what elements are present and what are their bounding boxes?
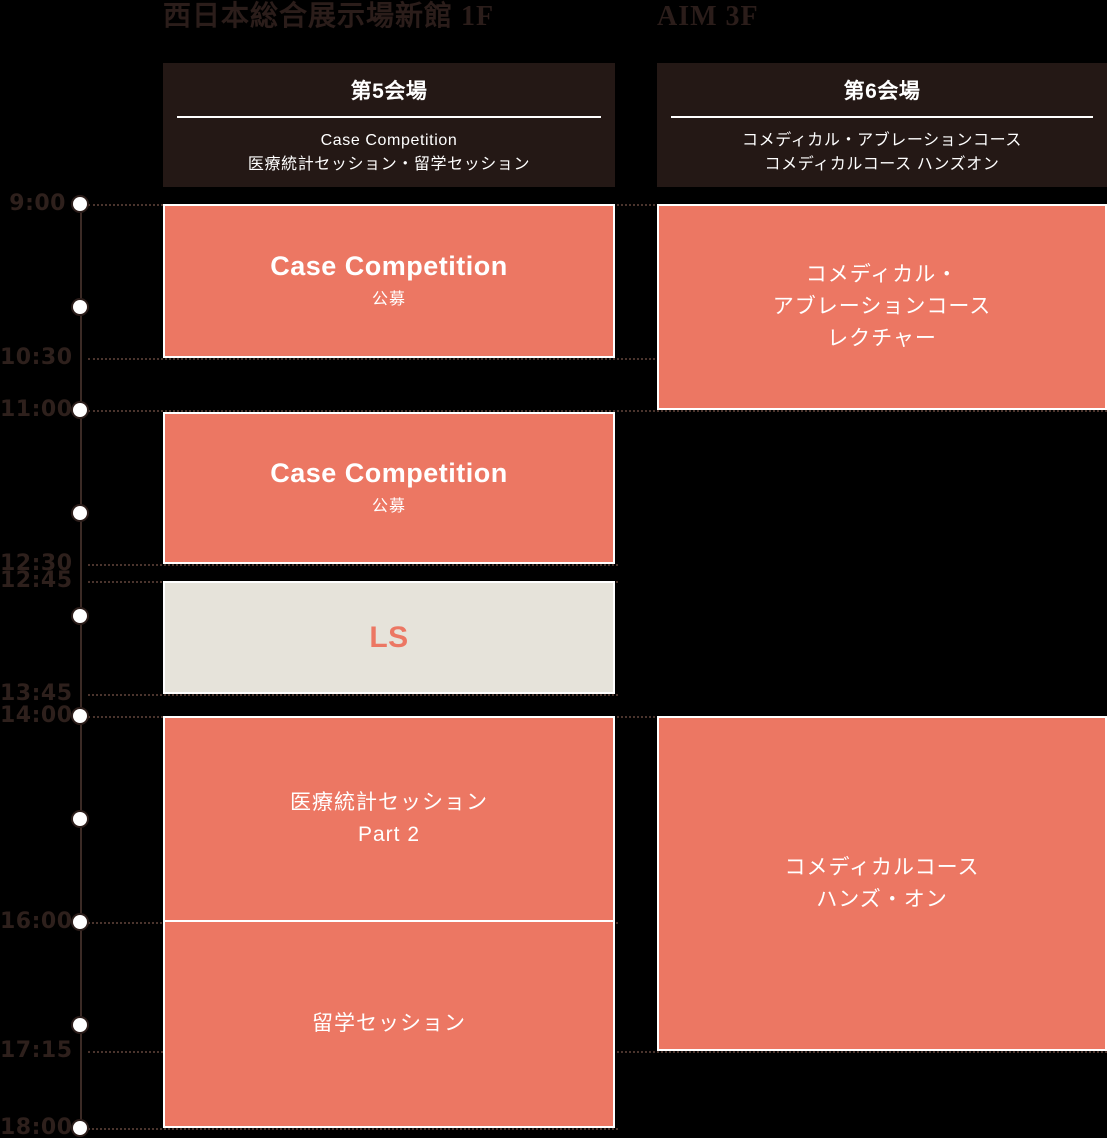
session-title: Case Competition	[270, 458, 508, 488]
tick-dot-1500	[73, 812, 87, 826]
tick-dot-1400	[73, 709, 87, 723]
hall-name-5: 第5会場	[350, 79, 428, 103]
guide-1345	[88, 694, 618, 696]
session-block-case-competition-1[interactable]: Case Competition 公募	[163, 204, 615, 358]
hall-name-6: 第6会場	[843, 79, 921, 103]
hall-subtitle-5: Case Competition 医療統計セッション・留学セッション	[163, 118, 615, 187]
venue-label-2: AIM 3F	[657, 1, 759, 32]
session-title-line1: コメディカルコース	[784, 855, 980, 879]
time-label-0900: 9:00	[9, 191, 66, 216]
tick-dot-1600	[73, 915, 87, 929]
session-title-line1: 留学セッション	[312, 1012, 466, 1035]
session-title-line3: レクチャー	[827, 327, 937, 350]
time-label-1715: 17:15	[0, 1038, 73, 1063]
time-label-1100: 11:00	[0, 397, 73, 422]
time-label-1245: 12:45	[0, 568, 73, 593]
time-label-1345: 13:45	[0, 681, 73, 706]
header-divider	[177, 116, 601, 118]
tick-dot-1800	[73, 1121, 87, 1135]
time-label-1400: 14:00	[0, 703, 73, 728]
session-divider	[165, 920, 613, 922]
session-title-line2: ハンズ・オン	[816, 887, 948, 911]
venue-label-1: 西日本総合展示場新館 1F	[163, 1, 495, 32]
header-divider	[671, 116, 1093, 118]
time-label-1030: 10:30	[0, 345, 73, 370]
tick-dot-1300	[73, 609, 87, 623]
session-block-medical-statistics[interactable]: 医療統計セッション Part 2	[163, 716, 615, 922]
column-header-hall5: 第5会場 Case Competition 医療統計セッション・留学セッション	[163, 63, 615, 187]
guide-1230	[88, 564, 618, 566]
session-title: Case Competition	[270, 251, 508, 281]
session-block-case-competition-2[interactable]: Case Competition 公募	[163, 412, 615, 564]
tick-dot-1100	[73, 403, 87, 417]
session-subtitle: 公募	[371, 291, 406, 308]
tick-dot-1200	[73, 506, 87, 520]
hall-subtitle-6-line2: コメディカルコース ハンズオン	[764, 155, 1000, 173]
session-block-comedical-ablation-lecture[interactable]: コメディカル・ アブレーションコース レクチャー	[657, 204, 1107, 410]
session-title: LS	[369, 620, 409, 654]
session-block-comedical-hands-on[interactable]: コメディカルコース ハンズ・オン	[657, 716, 1107, 1051]
time-label-1800: 18:00	[0, 1115, 73, 1138]
tick-dot-0900	[73, 197, 87, 211]
time-axis-line	[80, 204, 82, 1128]
tick-dot-1000	[73, 300, 87, 314]
guide-1030	[88, 358, 1107, 360]
guide-1100	[88, 410, 1107, 412]
guide-1800	[88, 1128, 618, 1130]
hall-subtitle-6-line1: コメディカル・アブレーションコース	[742, 131, 1022, 149]
hall-subtitle-5-line2: 医療統計セッション・留学セッション	[247, 155, 531, 173]
session-title-line1: 医療統計セッション	[290, 791, 488, 814]
column-header-hall6: 第6会場 コメディカル・アブレーションコース コメディカルコース ハンズオン	[657, 63, 1107, 187]
session-subtitle: 公募	[371, 498, 406, 515]
session-block-ls[interactable]: LS	[163, 581, 615, 694]
tick-dot-1700	[73, 1018, 87, 1032]
session-block-study-abroad[interactable]: 留学セッション	[163, 920, 615, 1128]
hall-subtitle-6: コメディカル・アブレーションコース コメディカルコース ハンズオン	[657, 118, 1107, 187]
session-title-line1: コメディカル・	[805, 263, 959, 286]
time-label-1600: 16:00	[0, 909, 73, 934]
session-title-line2: アブレーションコース	[772, 295, 992, 318]
session-title-line2: Part 2	[357, 823, 421, 846]
time-label-1230: 12:30	[0, 551, 73, 576]
hall-subtitle-5-line1: Case Competition	[320, 131, 458, 149]
